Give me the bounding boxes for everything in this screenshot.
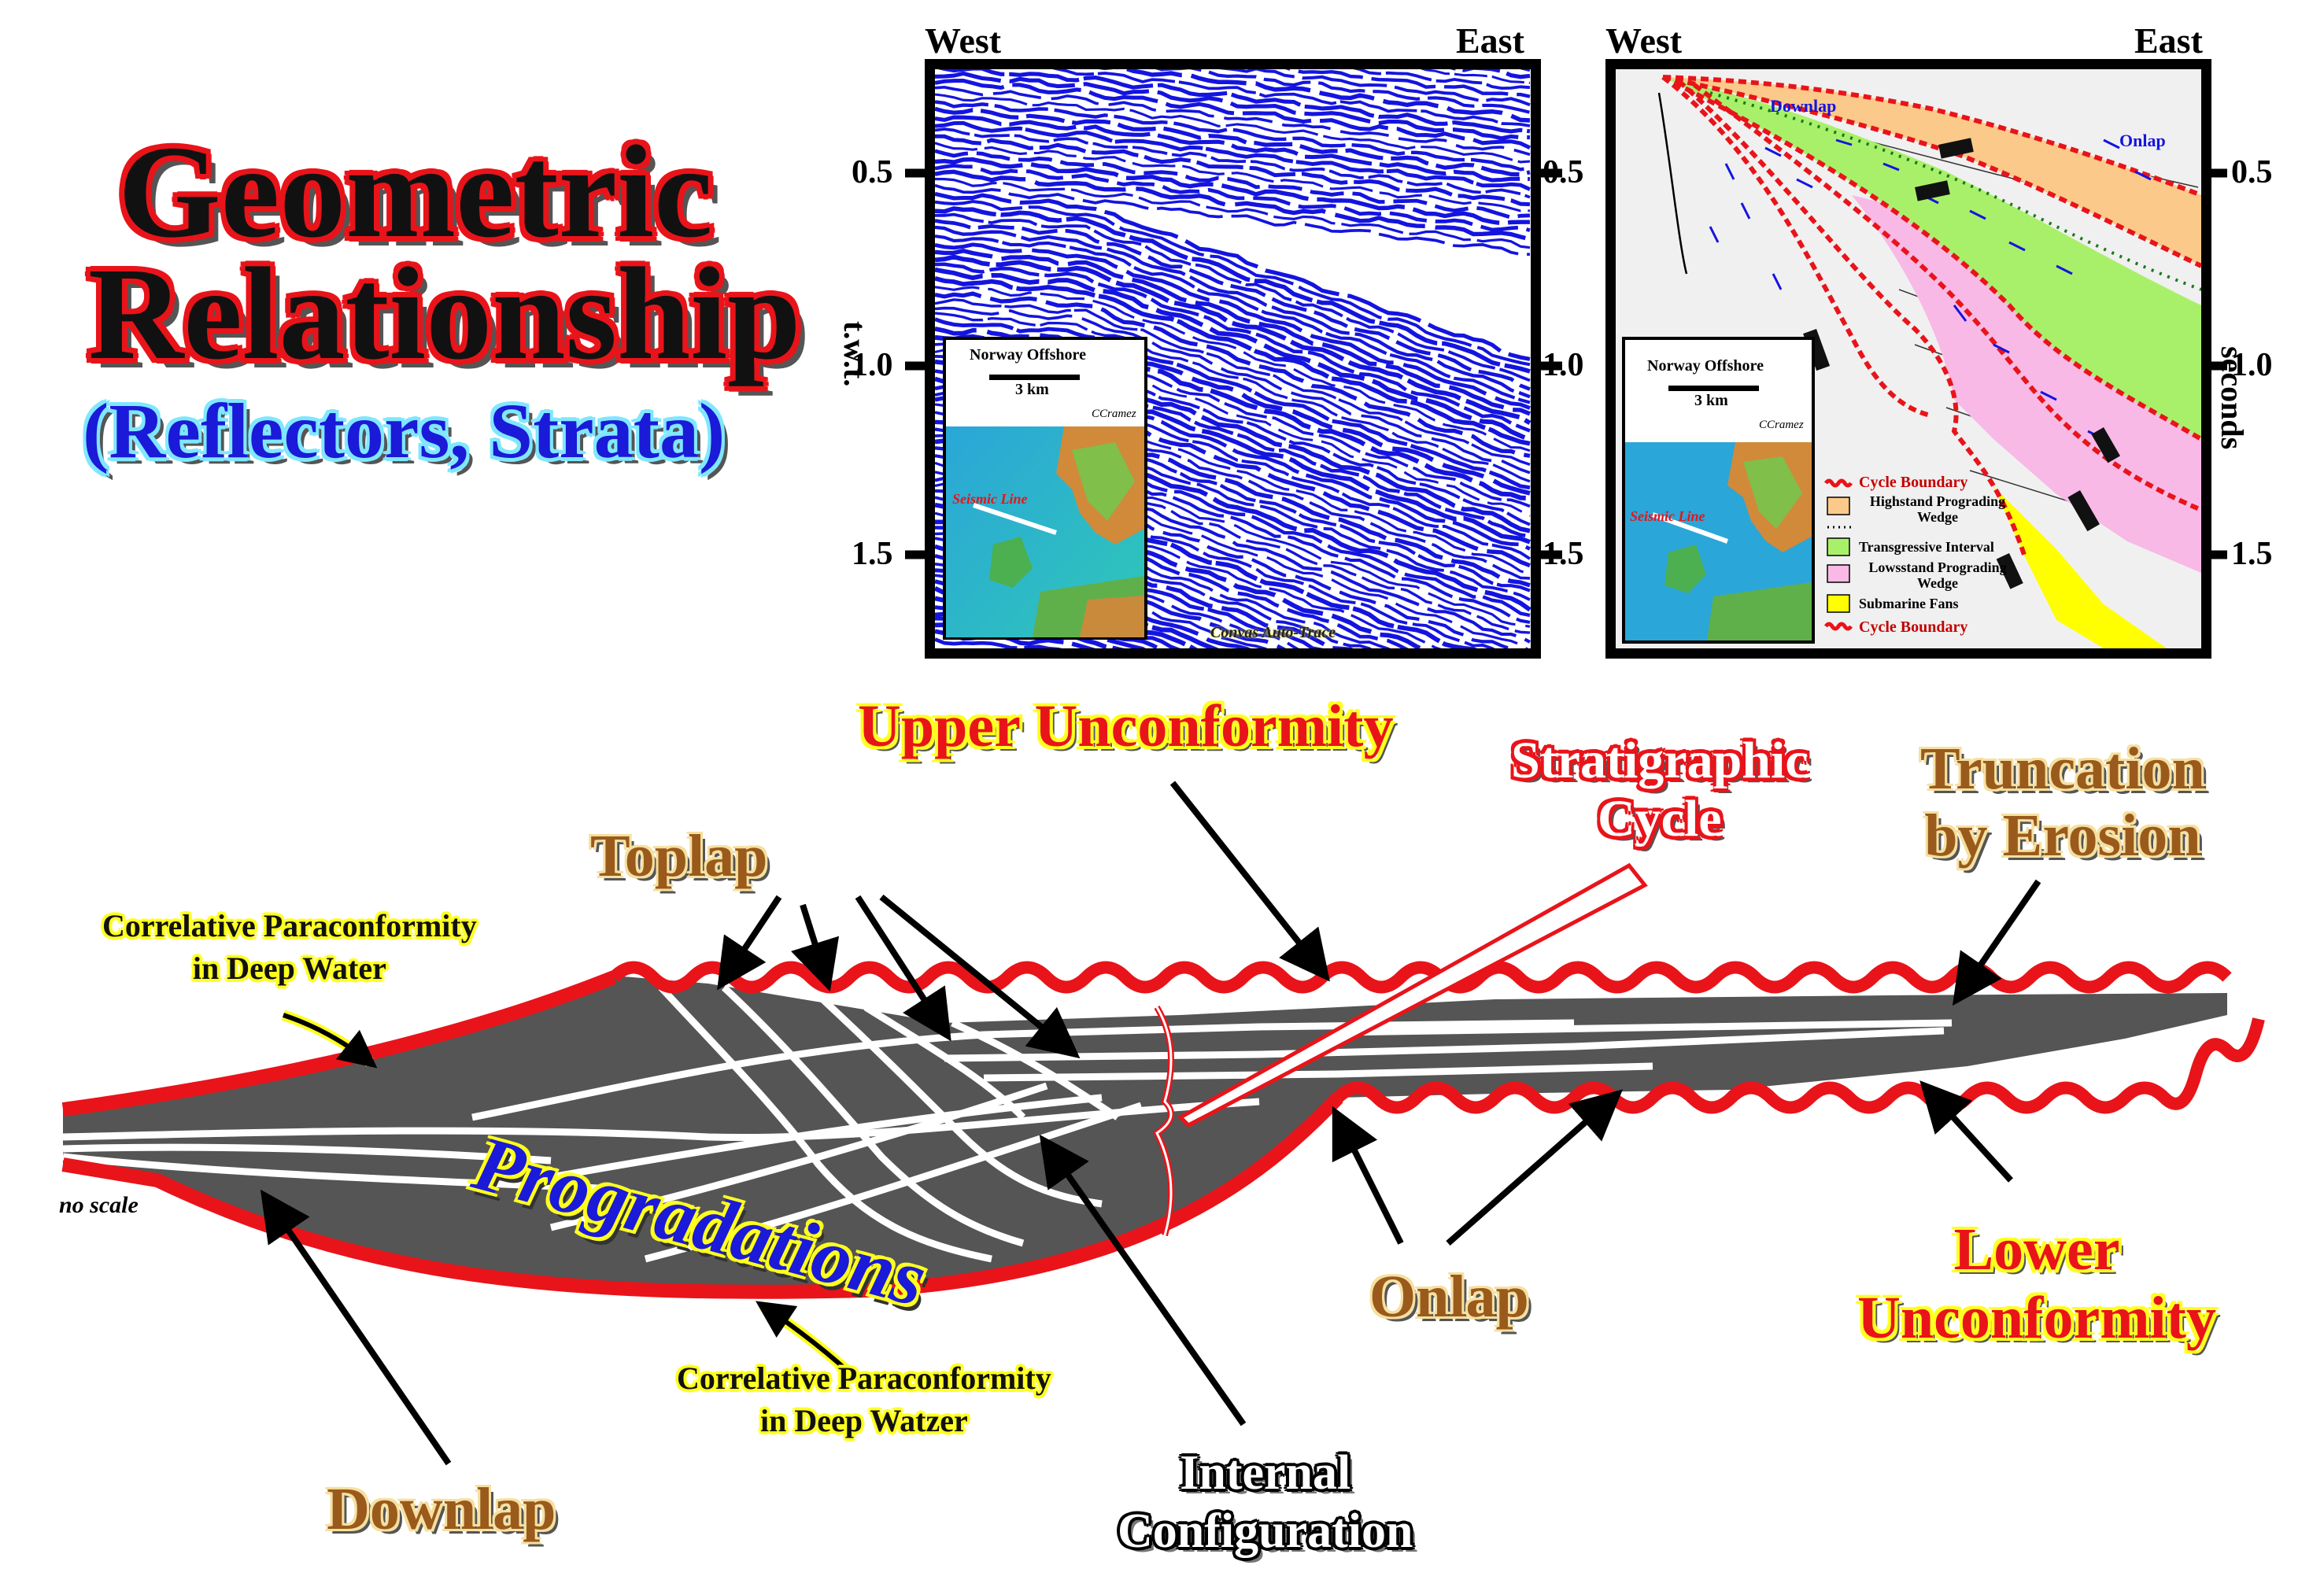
legend-lowstand: Lowsstand Prograding Wedge	[1868, 559, 2007, 591]
left-tick-1-5: 1.5	[852, 536, 893, 572]
right-panel-west-label: West	[1605, 20, 1683, 61]
right-inset-title: Norway Offshore	[1647, 357, 1764, 375]
right-location-map	[1625, 442, 1812, 640]
lower-unconformity-wavy	[1333, 1017, 2265, 1114]
internal-configuration-label: Internal Configuration	[1118, 1444, 1413, 1561]
lower-unconformity-line1: Lower	[1953, 1216, 2120, 1283]
truncation-label: Truncation by Erosion	[1920, 736, 2205, 869]
truncation-line2: by Erosion	[1924, 803, 2201, 869]
right-tick-0-5: 0.5	[2231, 154, 2273, 190]
corr-para-bottom-label: Correlative Paraconformity in Deep Watze…	[677, 1357, 1051, 1442]
corr-para-top-label: Correlative Paraconformity in Deep Water	[102, 905, 477, 990]
legend-transgressive: Transgressive Interval	[1859, 539, 1994, 555]
downlap-label: Downlap	[327, 1476, 556, 1542]
title-line2: Relationship	[88, 241, 801, 387]
stratigraphic-cycle-label: Stratigraphic Cycle	[1511, 732, 1809, 848]
title-subtitle: (Reflectors, Strata)	[83, 387, 726, 474]
right-onlap-label: Onlap	[2119, 131, 2166, 150]
left-seismic-panel: Norway Offshore 3 km CCramez Seismic Lin…	[925, 59, 1541, 659]
right-scale-bar	[1668, 386, 1759, 391]
legend-swatches	[1824, 478, 1853, 631]
upper-unconformity-label: Upper Unconformity	[858, 693, 1394, 759]
right-tick-1-0: 1.0	[2231, 347, 2273, 383]
title-line1: Geometric	[118, 119, 713, 265]
left-inset-scale: 3 km	[1015, 381, 1049, 398]
internal-configuration-line1: Internal	[1180, 1446, 1351, 1500]
onlap-label: Onlap	[1369, 1264, 1529, 1330]
right-interpreted-panel: Downlap Onlap Norway Offshore 3 km CCram…	[1605, 59, 2211, 659]
no-scale-label: no scale	[59, 1192, 139, 1218]
right-panel-east-label: East	[2134, 20, 2203, 61]
stratigraphic-cycle-line2: Cycle	[1598, 789, 1722, 847]
right-downlap-label: Downlap	[1770, 96, 1837, 116]
left-panel-west-label: West	[925, 20, 1002, 61]
right-inset-scale: 3 km	[1694, 392, 1728, 409]
interpretation-legend: Cycle Boundary Highstand Prograding Wedg…	[1824, 471, 2029, 644]
lower-paraconformity-line	[61, 1092, 1343, 1299]
left-map-label: Seismic Line	[952, 491, 1028, 507]
left-inset-credit: CCramez	[1092, 408, 1136, 420]
right-tick-1-5: 1.5	[2231, 536, 2273, 572]
right-map-label: Seismic Line	[1630, 508, 1705, 524]
right-inset-credit: CCramez	[1759, 419, 1804, 431]
left-inset-title: Norway Offshore	[970, 346, 1086, 364]
corr-para-bottom-line1: Correlative Paraconformity	[677, 1360, 1051, 1396]
left-panel-east-label: East	[1456, 20, 1524, 61]
right-location-inset: Norway Offshore 3 km CCramez Seismic Lin…	[1622, 337, 1815, 644]
seismic-reflectors	[935, 69, 1531, 648]
left-location-inset: Norway Offshore 3 km CCramez Seismic Lin…	[943, 337, 1147, 640]
truncation-line1: Truncation	[1920, 736, 2205, 802]
interpretation-drawing	[1657, 75, 2201, 648]
cycle-pointer	[1177, 862, 1648, 1128]
left-tick-0-5: 0.5	[852, 154, 893, 190]
legend-highstand: Highstand Prograding Wedge	[1869, 493, 2006, 525]
corr-para-top-line1: Correlative Paraconformity	[102, 908, 477, 943]
reflector-lines	[935, 69, 1531, 648]
cycle-bracket-inner	[1155, 1006, 1173, 1236]
corr-para-top-line2: in Deep Water	[192, 951, 386, 986]
stratigraphic-cycle-line1: Stratigraphic	[1511, 732, 1809, 789]
internal-configuration-line2: Configuration	[1118, 1504, 1413, 1559]
left-tick-1-0: 1.0	[852, 347, 893, 383]
lower-unconformity-label: Lower Unconformity	[1857, 1216, 2216, 1353]
annotation-arrows	[260, 781, 2041, 1466]
left-scale-bar	[989, 375, 1080, 380]
corr-para-bottom-line2: in Deep Watzer	[760, 1403, 968, 1438]
legend-submarine-fans: Submarine Fans	[1859, 596, 1959, 611]
legend-cycle-boundary-bottom: Cycle Boundary	[1859, 618, 1968, 636]
lower-unconformity-line2: Unconformity	[1857, 1285, 2216, 1352]
toplap-label: Toplap	[590, 823, 768, 889]
left-footer-label: Convas Auto-Trace	[1210, 624, 1336, 641]
left-location-map	[946, 426, 1144, 637]
legend-cycle-boundary-top: Cycle Boundary	[1859, 474, 1968, 491]
